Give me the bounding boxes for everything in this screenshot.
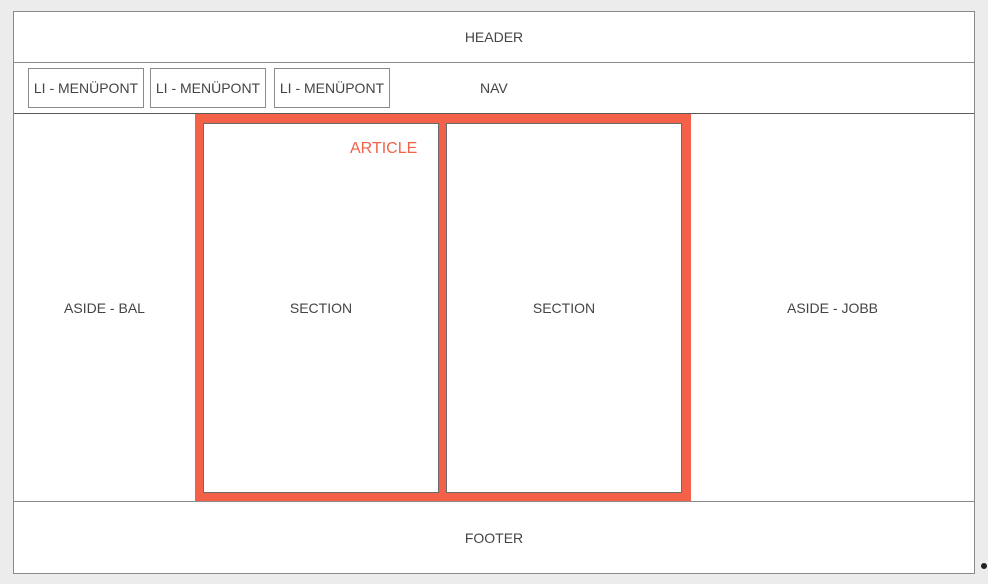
header-label: HEADER [464,29,524,45]
footer-label: FOOTER [464,529,524,546]
section-label: SECTION [532,300,596,316]
article-region: SECTION ARTICLE SECTION [195,114,691,501]
section-label: SECTION [289,300,353,316]
footer-region: FOOTER [14,501,974,573]
section-region-1: SECTION [203,123,439,493]
nav-menu-item-label: LI - MENÜPONT [155,80,261,96]
nav-menu-item-label: LI - MENÜPONT [279,80,385,96]
article-label: ARTICLE [350,140,418,157]
section-region-2: SECTION [446,123,682,493]
aside-left-region: ASIDE - BAL [14,114,195,501]
nav-label: NAV [480,80,508,96]
nav-region: LI - MENÜPONT LI - MENÜPONT LI - MENÜPON… [14,63,974,114]
nav-menu-item-2: LI - MENÜPONT [150,68,266,108]
nav-menu-item-label: LI - MENÜPONT [33,80,139,96]
aside-left-label: ASIDE - BAL [64,299,145,316]
nav-menu-item-3: LI - MENÜPONT [274,68,390,108]
aside-right-label: ASIDE - JOBB [786,299,879,316]
nav-menu-item-1: LI - MENÜPONT [28,68,144,108]
layout-frame: HEADER LI - MENÜPONT LI - MENÜPONT LI - … [13,11,975,574]
corner-dot [981,563,987,569]
aside-right-region: ASIDE - JOBB [691,114,974,501]
header-region: HEADER [14,12,974,63]
